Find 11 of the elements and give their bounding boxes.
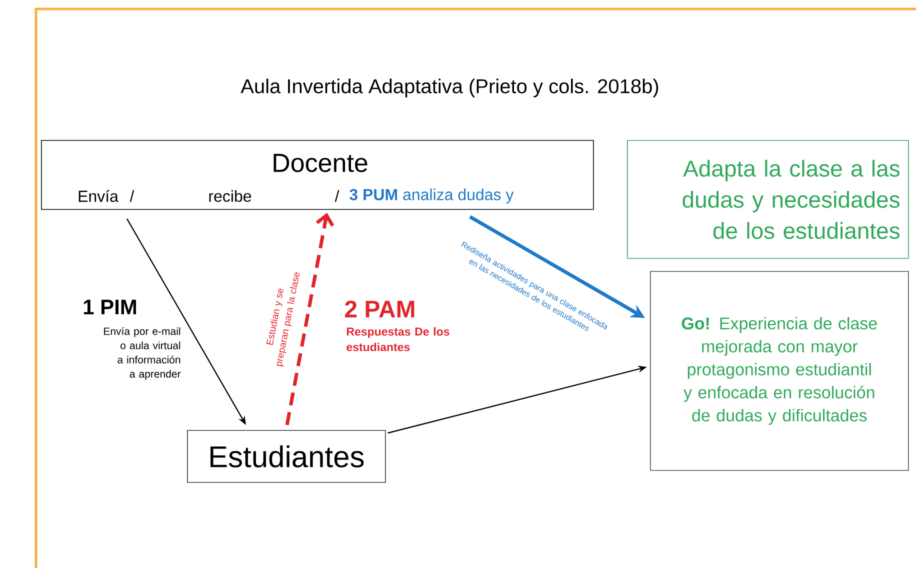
step-number: 2 PAM bbox=[345, 300, 414, 318]
outcome-box: Go! Experiencia de clase mejorada con mayor protagonismo estudiantil y enfocada en resolución de dudas y dificultades bbox=[650, 271, 909, 471]
note-box: Adapta la clase a las dudas y necesidades de los estudiantes bbox=[627, 140, 909, 259]
description-text: Envía por e-mail o aula virtual a información a aprender bbox=[104, 327, 181, 380]
actor-box: Docente Envía / recibe / 3 PUM analiza dudas y bbox=[41, 140, 594, 210]
arrow bbox=[285, 212, 334, 426]
edge-label: Estudian y se preparan para la clase bbox=[266, 272, 300, 367]
title: Aula Invertida Adaptativa (Prieto y cols. 2018b) bbox=[240, 78, 658, 98]
step-number: 1 PIM bbox=[84, 300, 136, 314]
actor-box: Estudiantes bbox=[187, 430, 386, 483]
description-text: Respuestas De los estudiantes bbox=[346, 327, 450, 352]
